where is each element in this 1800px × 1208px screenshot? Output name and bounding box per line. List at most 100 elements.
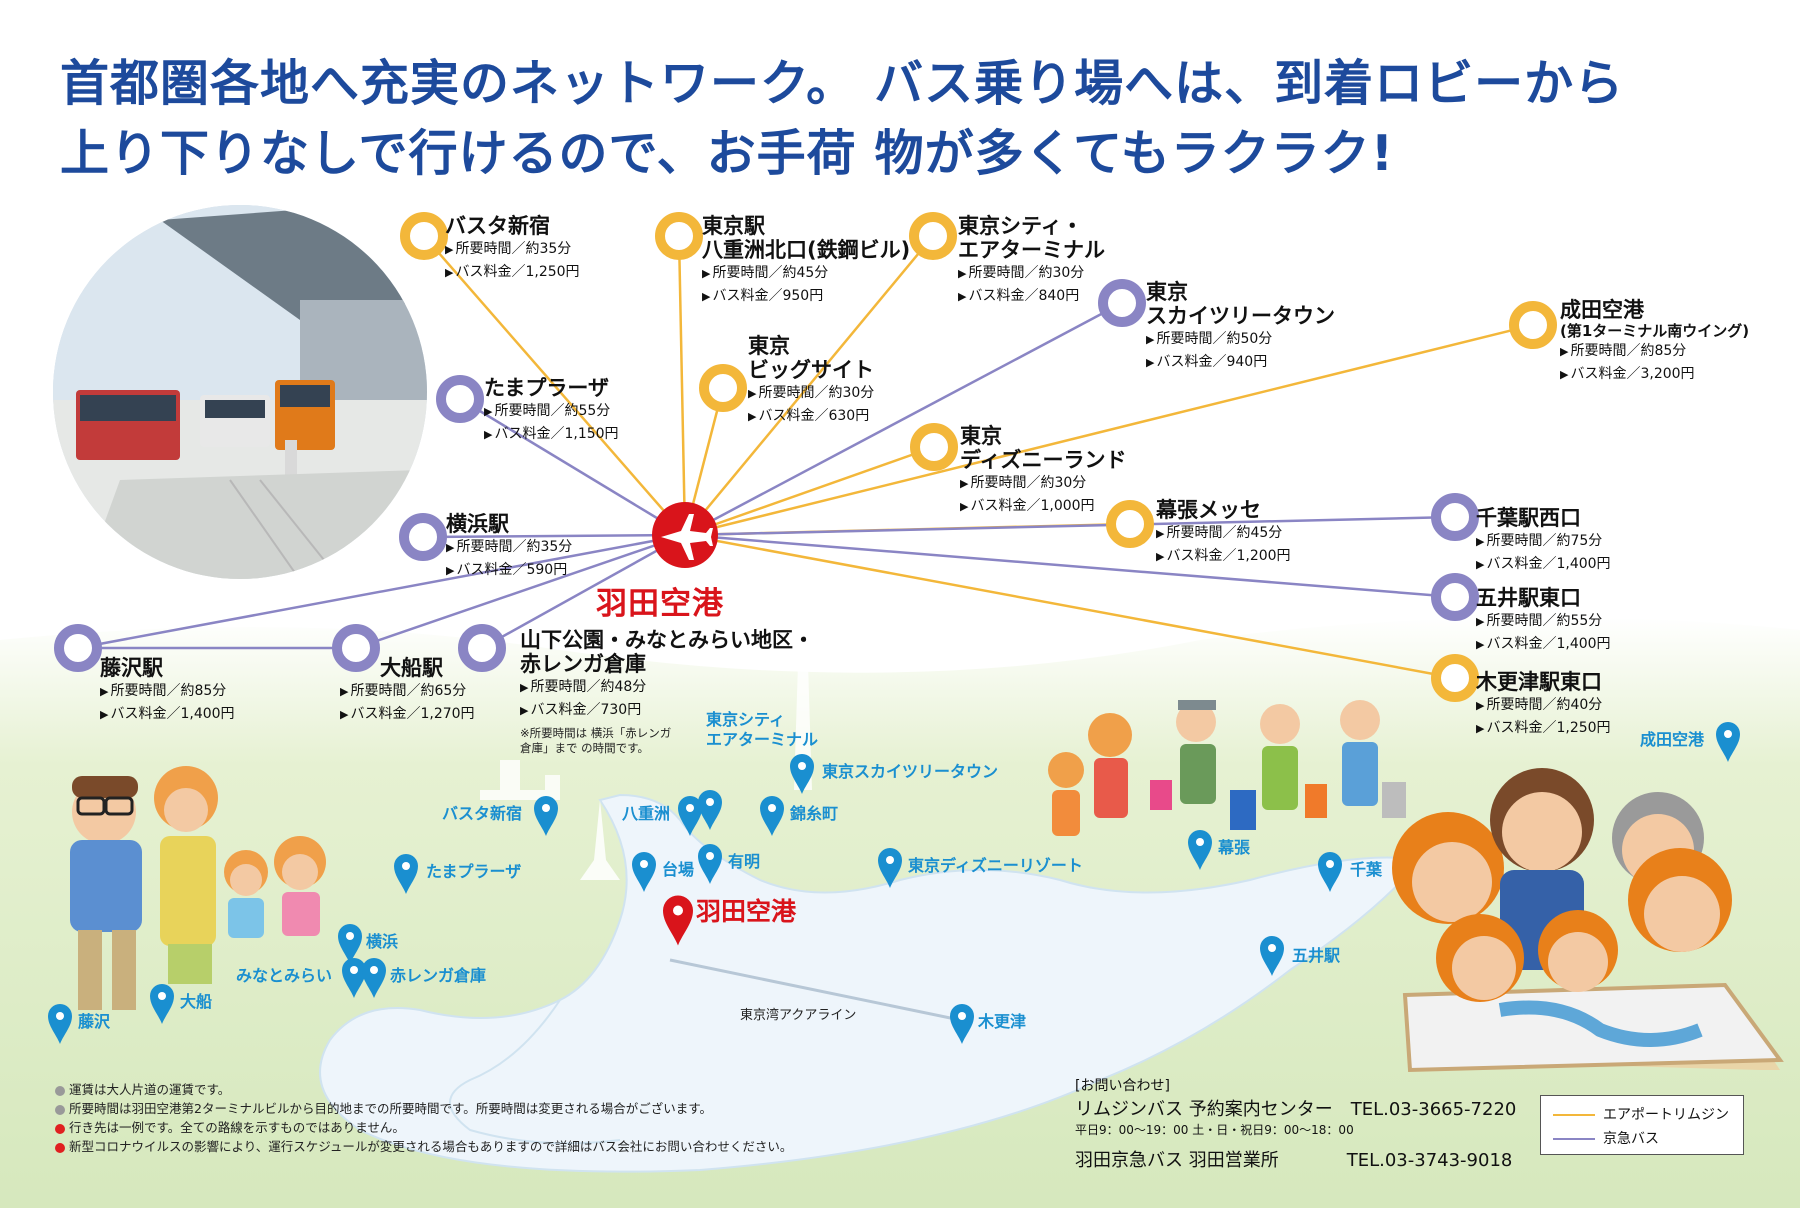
dest-fare: バス料金／1,270円 bbox=[340, 703, 474, 726]
dest-time: 所要時間／約45分 bbox=[1156, 522, 1291, 545]
route-marker-chiba bbox=[1431, 493, 1479, 541]
dest-subname: (第1ターミナル南ウイング) bbox=[1560, 322, 1750, 340]
map-label-narita: 成田空港 bbox=[1640, 730, 1705, 749]
dest-time: 所要時間／約35分 bbox=[445, 238, 580, 261]
route-marker-goi bbox=[1431, 573, 1479, 621]
dest-time: 所要時間／約55分 bbox=[484, 400, 619, 423]
note-text: 運賃は大人片道の運賃です。 bbox=[69, 1082, 231, 1097]
route-marker-busta bbox=[400, 212, 448, 260]
dest-name: 幕張メッセ bbox=[1156, 498, 1261, 522]
map-pin-icon-fujisawa bbox=[48, 1004, 72, 1044]
dest-name: 五井駅東口 bbox=[1476, 586, 1581, 610]
dest-fare: バス料金／1,400円 bbox=[100, 703, 234, 726]
map-pin-icon-yokohama bbox=[338, 924, 362, 964]
route-marker-fujisawa bbox=[54, 624, 102, 672]
dest-fare: バス料金／630円 bbox=[748, 405, 874, 428]
legend: エアポートリムジン 京急バス bbox=[1540, 1095, 1744, 1155]
map-label-busta: バスタ新宿 bbox=[442, 804, 523, 823]
dest-tokyo-station: 東京駅 八重洲北口(鉄鋼ビル) 所要時間／約45分 バス料金／950円 bbox=[702, 214, 910, 308]
route-line-goi bbox=[684, 533, 1456, 599]
bullet-gray-icon bbox=[55, 1085, 65, 1096]
aqualine-road bbox=[669, 958, 961, 1022]
route-line-ofuna bbox=[355, 533, 686, 650]
map-label-ariake: 有明 bbox=[728, 852, 761, 871]
legend-limousine: エアポートリムジン bbox=[1553, 1104, 1729, 1124]
note-text: 行き先は一例です。全ての路線を示すものではありません。 bbox=[69, 1120, 405, 1135]
note-text: 新型コロナウイルスの影響により、運行スケジュールが変更される場合もありますので詳… bbox=[69, 1139, 793, 1154]
dest-yamashita-park: 山下公園・みなとみらい地区・ 赤レンガ倉庫 所要時間／約48分 バス料金／730… bbox=[520, 628, 814, 756]
dest-narita: 成田空港 (第1ターミナル南ウイング) 所要時間／約85分 バス料金／3,200… bbox=[1560, 298, 1749, 386]
route-line-narita bbox=[684, 323, 1534, 537]
dest-name: たまプラーザ bbox=[484, 376, 609, 400]
keikyu-name: 羽田京急バス 羽田営業所 bbox=[1075, 1150, 1279, 1171]
route-marker-skytree bbox=[1098, 279, 1146, 327]
dest-fare: バス料金／940円 bbox=[1146, 351, 1335, 374]
dest-subname: スカイツリータウン bbox=[1146, 304, 1335, 328]
map-label-goi: 五井駅 bbox=[1292, 946, 1341, 965]
route-marker-tokyo-sta bbox=[655, 212, 703, 260]
route-marker-tama bbox=[436, 375, 484, 423]
limousine-hours: 平日9：00～19：00 土・日・祝日9：00～18：00 bbox=[1075, 1123, 1354, 1137]
dest-time: 所要時間／約40分 bbox=[1476, 694, 1611, 717]
note-4: 新型コロナウイルスの影響により、運行スケジュールが変更される場合もありますので詳… bbox=[55, 1137, 792, 1156]
legend-limousine-label: エアポートリムジン bbox=[1603, 1107, 1729, 1123]
dest-name: 藤沢駅 bbox=[100, 656, 163, 680]
dest-goi: 五井駅東口 所要時間／約55分 バス料金／1,400円 bbox=[1476, 586, 1611, 656]
dest-time: 所要時間／約85分 bbox=[100, 680, 235, 703]
route-marker-kisarazu bbox=[1431, 654, 1479, 702]
route-line-kisarazu bbox=[684, 533, 1456, 680]
dest-name: 木更津駅東口 bbox=[1476, 670, 1602, 694]
dest-skytree: 東京 スカイツリータウン 所要時間／約50分 バス料金／940円 bbox=[1146, 280, 1335, 374]
family-with-map-illustration bbox=[1392, 768, 1784, 1073]
route-marker-yokohama bbox=[399, 513, 447, 561]
dest-name: 東京シティ・ bbox=[958, 214, 1083, 238]
dest-name: 成田空港 bbox=[1560, 298, 1644, 322]
headline-line-2: 上り下りなしで行けるので、お手荷 物が多くてもラクラク! bbox=[60, 125, 1395, 182]
dest-name: 横浜駅 bbox=[446, 512, 509, 536]
route-line-chiba bbox=[684, 515, 1456, 537]
note-1: 運賃は大人片道の運賃です。 bbox=[55, 1080, 792, 1099]
route-line-yamashita bbox=[481, 533, 686, 650]
dest-tama-plaza: たまプラーザ 所要時間／約55分 バス料金／1,150円 bbox=[484, 376, 619, 446]
map-pin-icon-yaesu bbox=[678, 796, 702, 836]
city-skyline bbox=[480, 760, 560, 800]
footnotes: 運賃は大人片道の運賃です。 所要時間は羽田空港第2ターミナルビルから目的地までの… bbox=[55, 1080, 792, 1156]
bay-inner bbox=[449, 999, 621, 1145]
dest-name: 千葉駅西口 bbox=[1476, 506, 1581, 530]
dest-time: 所要時間／約48分 bbox=[520, 676, 814, 699]
contact-keikyu-row: 羽田京急バス 羽田営業所 TEL.03-3743-9018 bbox=[1075, 1146, 1516, 1172]
map-pin-icon-goi bbox=[1260, 936, 1284, 976]
map-pin-icon-tama bbox=[394, 854, 418, 894]
map-pin-icon-daiba bbox=[632, 852, 656, 892]
travelers-illustration bbox=[1048, 700, 1406, 836]
map-label-haneda: 羽田空港 bbox=[696, 897, 797, 926]
map-label-kisarazu: 木更津 bbox=[978, 1012, 1027, 1031]
note-2: 所要時間は羽田空港第2ターミナルビルから目的地までの所要時間です。所要時間は変更… bbox=[55, 1099, 792, 1118]
map-label-makuhari: 幕張 bbox=[1218, 838, 1251, 857]
route-marker-bigsight bbox=[699, 364, 747, 412]
dest-time: 所要時間／約50分 bbox=[1146, 328, 1335, 351]
keikyu-tel: TEL.03-3743-9018 bbox=[1346, 1150, 1513, 1171]
bullet-red-icon bbox=[55, 1142, 65, 1153]
dest-fare: バス料金／840円 bbox=[958, 285, 1105, 308]
legend-keikyu: 京急バス bbox=[1553, 1128, 1659, 1148]
contact-heading: [お問い合わせ] bbox=[1075, 1078, 1170, 1094]
note-text: 所要時間は羽田空港第2ターミナルビルから目的地までの所要時間です。所要時間は変更… bbox=[69, 1101, 712, 1116]
map-label-skytree: 東京スカイツリータウン bbox=[822, 762, 999, 781]
dest-time: 所要時間／約45分 bbox=[702, 262, 910, 285]
map-pin-icon-busta bbox=[534, 796, 558, 836]
dest-subname: ディズニーランド bbox=[960, 448, 1127, 472]
map-pin-icon-kisarazu bbox=[950, 1004, 974, 1044]
dest-ofuna: 大船駅 所要時間／約65分 バス料金／1,270円 bbox=[340, 656, 474, 726]
map-pin-icon-ofuna bbox=[150, 984, 174, 1024]
dest-note: ※所要時間は 横浜「赤レンガ倉庫」まで の時間です。 bbox=[520, 726, 672, 755]
map-label-akarenga: 赤レンガ倉庫 bbox=[390, 966, 487, 985]
dest-name: 東京 bbox=[1146, 280, 1188, 304]
family-illustration-left bbox=[70, 766, 326, 1010]
map-label-minatomirai: みなとみらい bbox=[236, 966, 333, 985]
headline-line-1: 首都圏各地へ充実のネットワーク。 バス乗り場へは、到着ロビーから bbox=[60, 55, 1625, 112]
map-label-yaesu: 八重洲 bbox=[622, 804, 671, 823]
dest-fare: バス料金／1,000円 bbox=[960, 495, 1127, 518]
route-line-fujisawa bbox=[77, 533, 686, 650]
